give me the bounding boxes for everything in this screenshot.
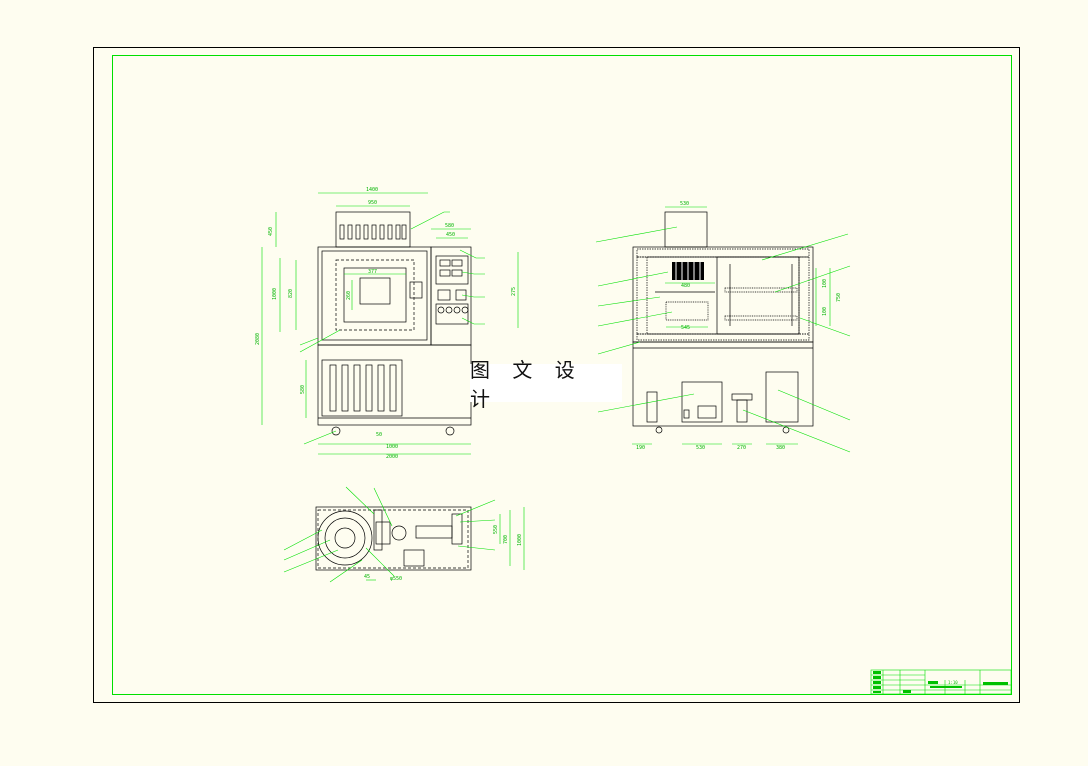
dim-top-height: 450	[268, 227, 274, 236]
front-view	[261, 192, 519, 455]
top-view	[283, 486, 525, 583]
dim-caster-offset: 50	[376, 432, 382, 438]
dim-top-unit: 950	[368, 200, 377, 206]
dim-side-offset: 190	[636, 445, 645, 451]
dim-panel-width: 580	[445, 223, 454, 229]
watermark-text: 图 文 设 计	[470, 358, 583, 411]
dim-shelf-gap-1: 100	[822, 279, 828, 288]
title-block-scale: 1:10	[948, 680, 958, 685]
vent-slots	[339, 224, 407, 240]
dim-chamber-height: 1000	[272, 288, 278, 300]
dim-fan-diameter: φ550	[390, 576, 402, 582]
dim-top-mid: 700	[503, 535, 509, 544]
dim-window-height: 260	[346, 291, 352, 300]
dim-total-width: 2000	[386, 454, 398, 460]
inner-frame	[112, 55, 1012, 695]
dim-base-width: 1000	[386, 444, 398, 450]
dim-width-total: 1400	[366, 187, 378, 193]
dim-top-inner: 550	[493, 525, 499, 534]
dim-total-height: 2080	[255, 333, 261, 345]
dim-heater-width: 480	[681, 283, 690, 289]
dim-panel-height: 275	[511, 287, 517, 296]
dim-top-depth: 1000	[517, 534, 523, 546]
dim-angle-offset: 45	[364, 574, 370, 580]
dim-inner-height: 820	[288, 289, 294, 298]
top-view-dimensions: 550 700 1000 45 φ550	[364, 525, 523, 582]
dim-compressor-width: 530	[696, 445, 705, 451]
title-block: 1:10	[870, 669, 1012, 695]
dim-shelf-gap-2: 100	[822, 307, 828, 316]
side-view	[595, 206, 851, 453]
watermark-box: 图 文 设 计	[470, 358, 622, 411]
outer-frame	[93, 47, 1020, 703]
dim-coil-width: 545	[681, 325, 690, 331]
dim-panel-inner: 450	[446, 232, 455, 238]
dim-base-height: 580	[300, 385, 306, 394]
dim-tank-width: 380	[776, 445, 785, 451]
dim-pump-width: 270	[737, 445, 746, 451]
dim-chamber-depth: 750	[836, 293, 842, 302]
side-view-dimensions: 530 480 545 100 100 750 190 530 270 380	[636, 201, 842, 451]
dim-window-width: 377	[368, 269, 377, 275]
front-view-dimensions: 1400 950 580 450 377 450 2080 1000 820 5…	[255, 187, 517, 460]
dim-top-unit-depth: 530	[680, 201, 689, 207]
